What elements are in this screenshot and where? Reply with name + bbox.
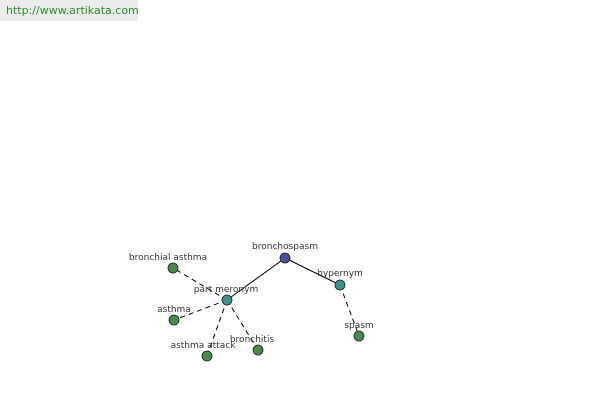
node-asthma[interactable] [168,314,180,326]
node-bronchial-asthma[interactable] [167,262,179,274]
node-asthma-attack[interactable] [201,350,213,362]
graph-nodes [167,252,365,362]
node-label-hypernym[interactable]: hypernym [317,269,363,279]
node-hypernym[interactable] [334,279,346,291]
edge-part-meronym-to-asthma-attack [206,299,228,357]
node-label-bronchitis[interactable]: bronchitis [230,335,275,345]
graph-edges [172,257,360,357]
node-label-asthma-attack[interactable]: asthma attack [171,341,237,351]
graph-labels: bronchospasm part meronym hypernym bronchia… [129,242,374,351]
node-part-meronym[interactable] [221,294,233,306]
site-link[interactable]: http://www.artikata.com [6,4,139,17]
node-label-spasm[interactable]: spasm [344,321,373,331]
url-bar: http://www.artikata.com [0,0,139,21]
node-label-asthma[interactable]: asthma [157,305,191,315]
node-label-bronchospasm[interactable]: bronchospasm [252,242,318,252]
node-spasm[interactable] [353,330,365,342]
node-bronchitis[interactable] [252,344,264,356]
node-label-bronchial-asthma[interactable]: bronchial asthma [129,253,207,263]
edge-bronchospasm-to-part-meronym [226,257,286,301]
node-label-part-meronym[interactable]: part meronym [194,285,258,295]
edge-part-meronym-to-bronchitis [226,299,259,351]
edge-bronchospasm-to-hypernym [284,257,341,286]
edge-hypernym-to-spasm [339,284,360,337]
node-bronchospasm[interactable] [279,252,291,264]
edge-part-meronym-to-bronchial-asthma [172,267,228,301]
edge-part-meronym-to-asthma [173,299,228,321]
